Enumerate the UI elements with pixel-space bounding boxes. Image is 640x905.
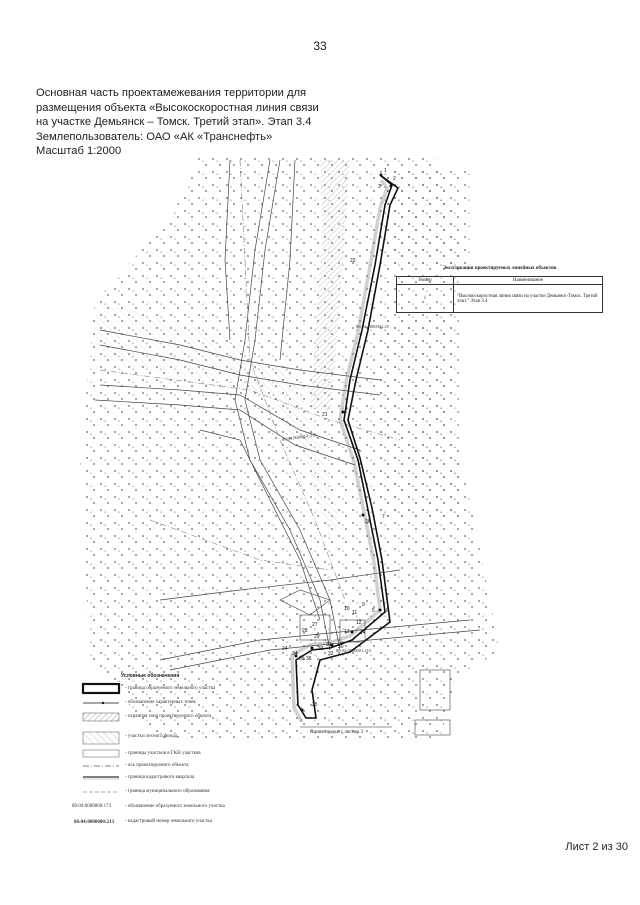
table-cell-number: 1 xyxy=(396,284,454,313)
point-label: 28 xyxy=(302,628,308,634)
table-cell-name: "Высокоскоростная линия связи на участке… xyxy=(453,284,603,313)
point-label: 3 xyxy=(378,184,381,190)
legend-item: - ось проектируемого объекта xyxy=(125,763,189,768)
legend-item: - граница образуемого земельного участка xyxy=(125,686,216,691)
quarter-label: 86:04:0000001:215 xyxy=(281,432,317,442)
point-label: 34 xyxy=(292,651,298,657)
legend-item: - границы участков в ГКН участков xyxy=(125,751,201,756)
point-label: 36 xyxy=(306,656,312,662)
table-header-number: Номер xyxy=(396,276,454,285)
axis-lines xyxy=(99,159,401,601)
small-parcels xyxy=(279,589,451,736)
table-title: Экспликация проектируемых линейных объек… xyxy=(442,266,557,271)
legend-item: - обозначение характерных точек xyxy=(125,700,196,705)
point-label: 29 xyxy=(314,634,320,640)
point-label: 7 xyxy=(382,514,385,520)
point-label: 6 xyxy=(386,608,389,614)
legend-item: - кадастровый номер земельного участка xyxy=(125,819,212,824)
match-line-label: Линия сводки с листом 3 xyxy=(310,730,364,735)
point-label: 22 xyxy=(350,258,356,264)
point-label: 14 xyxy=(360,630,366,636)
point-label: 13 xyxy=(344,629,350,635)
point-label: 26 xyxy=(365,519,371,525)
quarter-label: 86:04:0000001:215 xyxy=(336,648,372,653)
point-label: 11 xyxy=(352,610,357,616)
point-label: 35 xyxy=(299,656,305,662)
point-label: 25 xyxy=(312,702,318,708)
point-label: 33 xyxy=(318,646,324,652)
point-label: 12 xyxy=(356,620,362,626)
forest-area-right-lower xyxy=(380,320,460,520)
point-label: 24 xyxy=(282,646,288,652)
corridor-lines xyxy=(94,159,481,671)
legend-item: - обозначение образуемого земельного уча… xyxy=(125,804,225,809)
legend-item: - охранная зона проектируемого объекта xyxy=(125,714,212,719)
quarter-label: 86:04:0000001:25 xyxy=(356,324,390,329)
forest-area-right xyxy=(385,170,470,265)
header-line-4: Землепользователь: ОАО «АК «Транснефть» xyxy=(36,130,273,143)
table-header-name: Наименование xyxy=(453,276,603,285)
header-line-2: размещения объекта «Высокоскоростная лин… xyxy=(36,101,319,114)
point-label: 4 xyxy=(345,406,348,412)
linear-objects-table: Номер Наименование 1 "Высокоскоростная л… xyxy=(396,276,603,313)
point-label: 21 xyxy=(322,412,328,418)
legend-code: 86:04:0000000:173 xyxy=(72,804,112,809)
sheet-number: Лист 2 из 30 xyxy=(565,841,628,853)
header-line-1: Основная часть проектамежевания территор… xyxy=(36,87,307,99)
hatched-zone-upper xyxy=(310,160,350,410)
legend-item: - участки лесного фонда xyxy=(125,734,177,739)
point-label: 31 xyxy=(326,642,332,648)
quarter-labels: 86:04:0000001:215 86:04:0000001:25 86:04… xyxy=(281,324,389,653)
point-label: 1 xyxy=(384,168,387,174)
legend-code: 86:04:0000000:213 xyxy=(74,820,114,825)
legend-symbols xyxy=(81,682,121,793)
point-label: 2 xyxy=(393,176,396,182)
point-number-labels: 1 2 3 4 5 6 7 9 10 11 12 13 14 21 22 24 … xyxy=(282,168,396,708)
point-label: 9 xyxy=(362,602,365,608)
point-label: 27 xyxy=(312,622,318,628)
point-label: 32 xyxy=(328,651,334,657)
legend-title: Условные обозначения xyxy=(121,673,180,679)
legend-item: - граница муниципального образования xyxy=(125,789,210,794)
header-line-3: на участке Демьянск – Томск. Третий этап… xyxy=(36,116,312,129)
page-number: 33 xyxy=(313,39,327,53)
document-header: Основная часть проектамежевания территор… xyxy=(36,86,336,159)
hatched-zone-mid xyxy=(245,360,340,540)
point-label: 30 xyxy=(338,644,344,650)
point-markers xyxy=(294,173,393,712)
point-label: 10 xyxy=(344,606,350,612)
legend-item: - граница кадастрового квартала xyxy=(125,775,195,780)
header-line-5: Масштаб 1:2000 xyxy=(36,145,122,158)
point-label: 5 xyxy=(372,608,375,614)
